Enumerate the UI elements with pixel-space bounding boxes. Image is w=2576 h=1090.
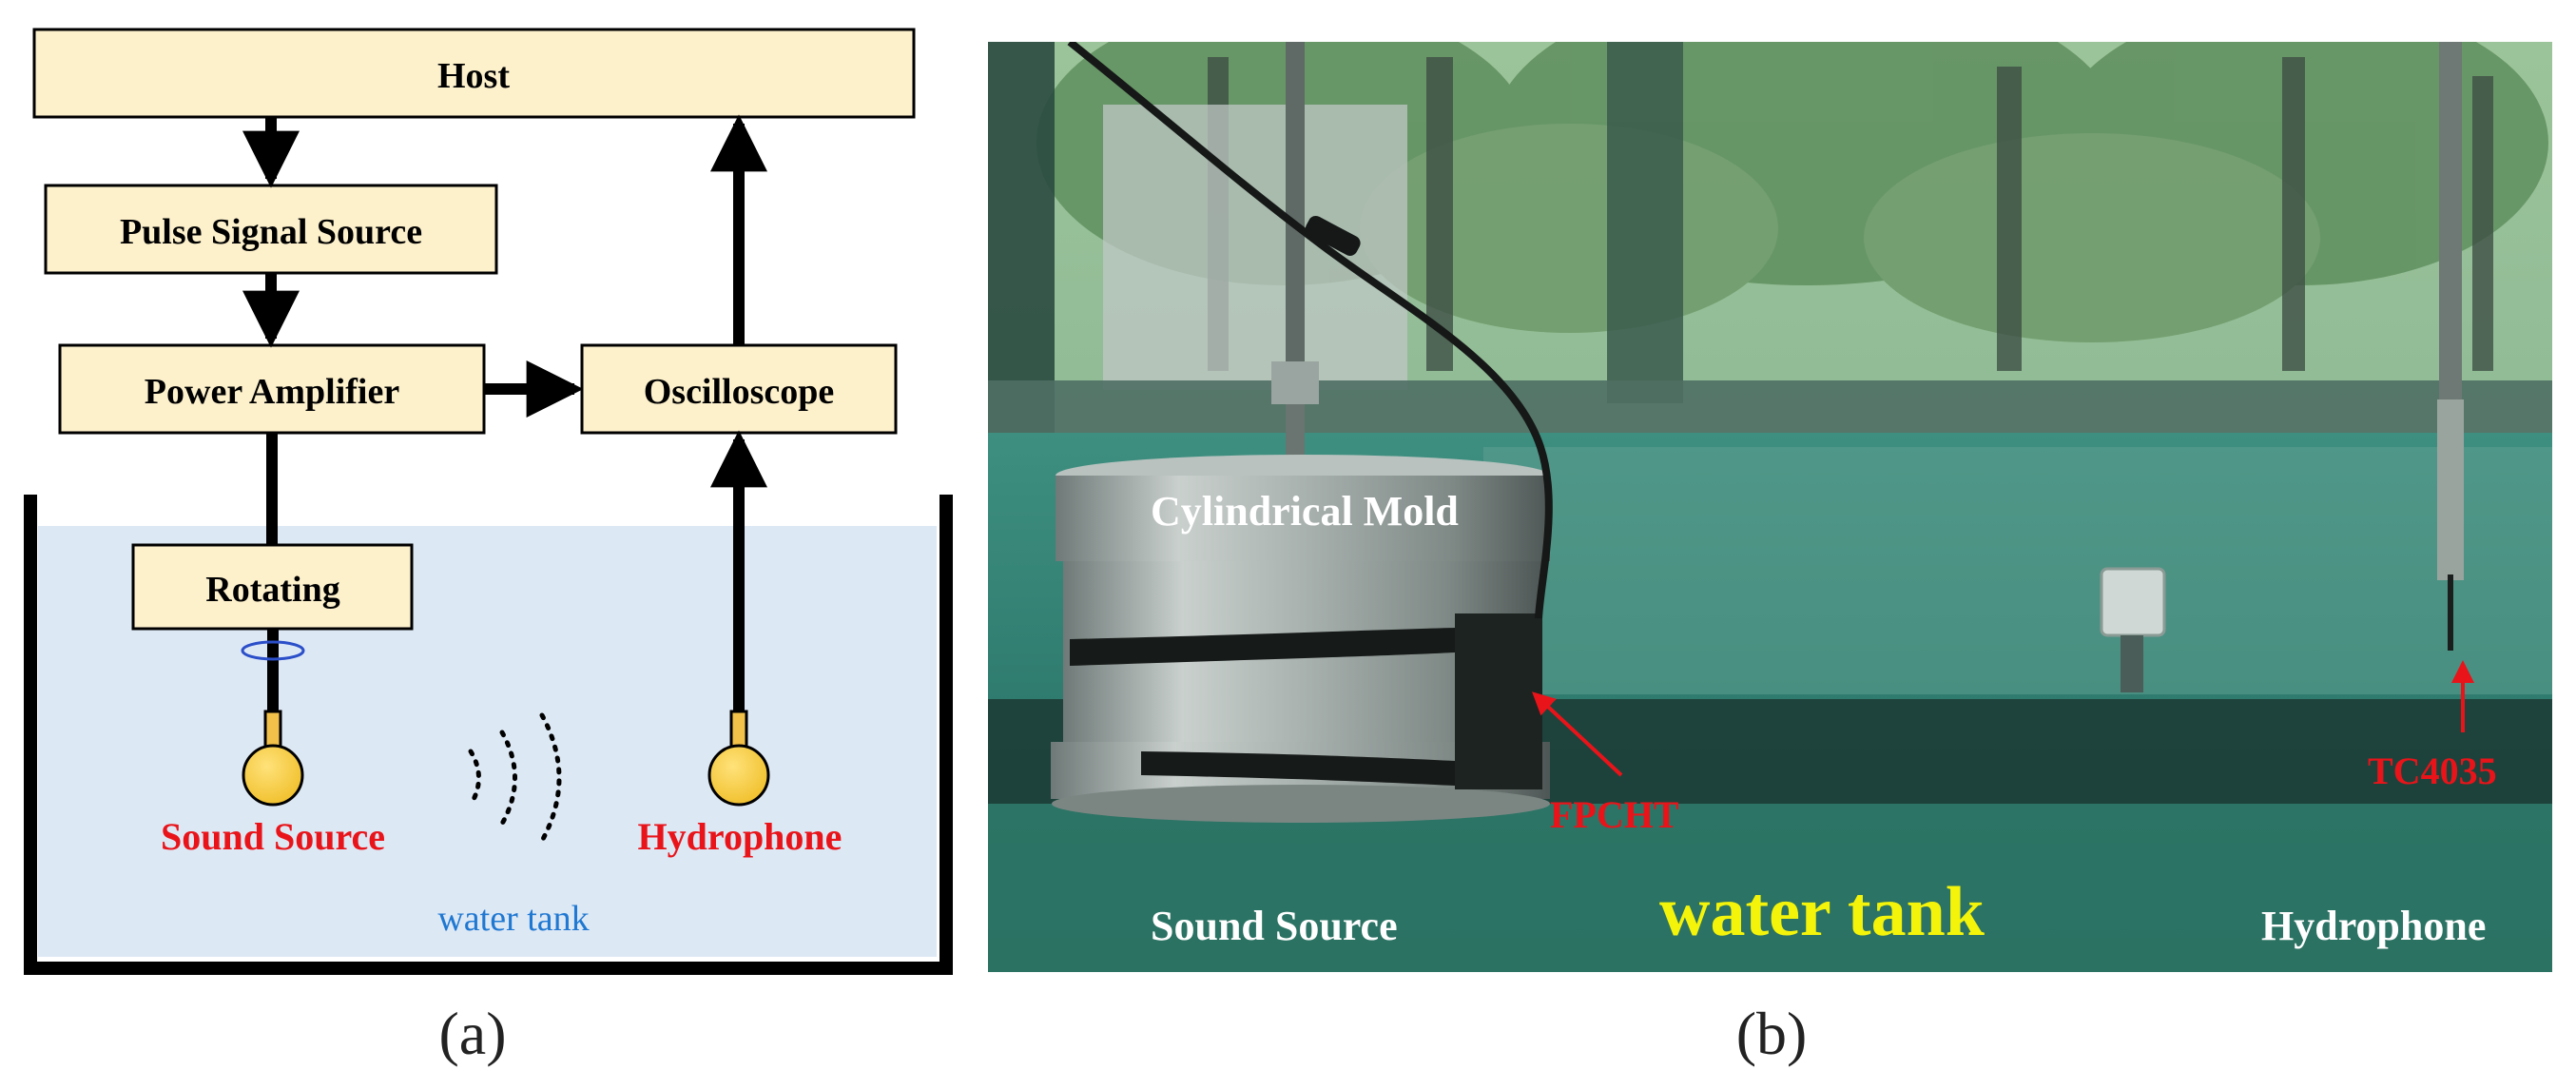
cylindrical-mold <box>1051 42 1550 823</box>
oscilloscope-label: Oscilloscope <box>644 372 835 412</box>
cylindrical-mold-label: Cylindrical Mold <box>1151 488 1459 535</box>
mold-cable <box>1067 42 1553 619</box>
sound-source-label: Sound Source <box>161 815 385 858</box>
hydrophone-rod <box>2437 42 2464 651</box>
caption-b: (b) <box>1736 1000 1808 1067</box>
rotation-ring-icon <box>241 640 305 661</box>
water-tank-walls <box>24 495 953 975</box>
photo-hydrophone-label: Hydrophone <box>2261 903 2486 949</box>
water-tank-label: water tank <box>437 899 589 939</box>
panel-a-schematic: Host Pulse Signal Source Power Amplifier… <box>24 28 953 1067</box>
sound-source-neck <box>263 710 282 749</box>
host-block: Host <box>32 28 916 119</box>
caption-a: (a) <box>438 1000 506 1067</box>
hydrophone-ball-icon <box>707 744 770 807</box>
pulse-signal-source-block: Pulse Signal Source <box>44 184 498 275</box>
panel-b-photo: Cylindrical Mold FPCHT TC4035 Sound Sour… <box>988 42 2552 1067</box>
rotating-label: Rotating <box>205 570 339 610</box>
tc4035-label: TC4035 <box>2368 749 2497 792</box>
background-building <box>1103 105 1407 390</box>
fpcht-label: FPCHT <box>1550 793 1679 836</box>
fpcht-arrow <box>1532 691 1623 777</box>
hydrophone-neck <box>729 710 748 749</box>
power-amplifier-label: Power Amplifier <box>145 372 400 412</box>
wall-socket <box>2100 567 2166 637</box>
photo-water-tank-label: water tank <box>1659 873 1985 951</box>
rotating-block: Rotating <box>131 543 414 631</box>
power-amplifier-block: Power Amplifier <box>58 343 486 435</box>
sound-source-ball-icon <box>242 744 304 807</box>
hydrophone-label: Hydrophone <box>638 815 843 858</box>
sound-waves-icon <box>468 712 562 844</box>
host-label: Host <box>437 56 510 96</box>
pulse-signal-source-label: Pulse Signal Source <box>120 212 422 252</box>
oscilloscope-block: Oscilloscope <box>580 343 898 435</box>
photo-sound-source-label: Sound Source <box>1151 903 1398 949</box>
